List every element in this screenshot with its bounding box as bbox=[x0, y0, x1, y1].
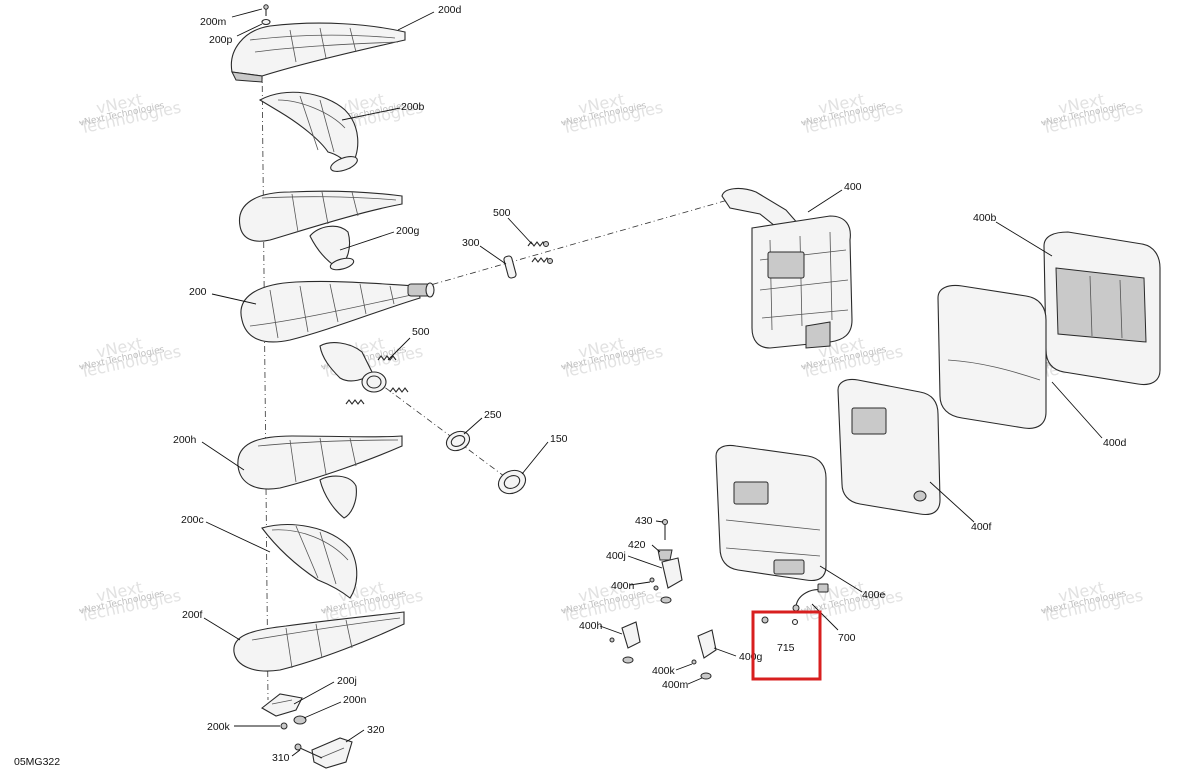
callout-400g[interactable]: 400g bbox=[739, 651, 763, 663]
part-200b-heat-shield[interactable] bbox=[258, 91, 359, 174]
part-500-spring-lower[interactable] bbox=[345, 355, 409, 405]
callout-420[interactable]: 420 bbox=[628, 539, 646, 551]
diagram-reference: 05MG322 bbox=[14, 756, 60, 768]
callout-150[interactable]: 150 bbox=[550, 433, 568, 445]
horizontal-assembly-axis bbox=[419, 199, 729, 289]
part-200j-bracket[interactable] bbox=[261, 693, 303, 717]
callout-400n[interactable]: 400n bbox=[611, 580, 635, 592]
watermark: vNext Technologies vNext Technologies bbox=[559, 89, 664, 137]
callout-300[interactable]: 300 bbox=[462, 237, 480, 249]
part-200p-grommet[interactable] bbox=[261, 18, 271, 26]
part-200f-heat-shield[interactable] bbox=[233, 611, 405, 672]
callout-200n[interactable]: 200n bbox=[343, 694, 367, 706]
watermark: vNext Technologies vNext Technologies bbox=[799, 89, 904, 137]
watermark: vNext Technologies vNext Technologies bbox=[1039, 89, 1144, 137]
part-320-bracket[interactable] bbox=[311, 737, 353, 769]
callout-715[interactable]: 715 bbox=[777, 642, 795, 654]
part-250-gasket[interactable] bbox=[443, 428, 472, 454]
callout-400m[interactable]: 400m bbox=[662, 679, 689, 691]
callout-200m[interactable]: 200m bbox=[200, 16, 227, 28]
callout-400f[interactable]: 400f bbox=[971, 521, 992, 533]
part-430-bolt[interactable] bbox=[662, 519, 668, 541]
part-400g-bracket[interactable] bbox=[697, 629, 717, 659]
callout-400e[interactable]: 400e bbox=[862, 589, 886, 601]
callout-200b[interactable]: 200b bbox=[401, 101, 425, 113]
callout-500-lower[interactable]: 500 bbox=[412, 326, 430, 338]
part-200g-heat-shield[interactable] bbox=[238, 190, 403, 272]
part-200n-spacer[interactable] bbox=[293, 715, 307, 725]
part-400k-fastener[interactable] bbox=[691, 659, 697, 665]
callout-310[interactable]: 310 bbox=[272, 752, 290, 764]
part-400m-isolator[interactable] bbox=[700, 672, 712, 680]
callout-400d[interactable]: 400d bbox=[1103, 437, 1127, 449]
part-150-gasket[interactable] bbox=[495, 466, 530, 498]
callout-200d[interactable]: 200d bbox=[438, 4, 462, 16]
highlight-box bbox=[751, 610, 822, 681]
part-310-bolt[interactable] bbox=[294, 743, 323, 759]
part-400n-fastener[interactable] bbox=[649, 577, 672, 604]
part-400h-bracket[interactable] bbox=[609, 621, 641, 664]
callout-400j[interactable]: 400j bbox=[606, 550, 626, 562]
part-200d-heat-shield[interactable] bbox=[230, 22, 406, 83]
callout-200j[interactable]: 200j bbox=[337, 675, 357, 687]
part-400b-heat-shield[interactable] bbox=[1043, 231, 1161, 386]
watermark: vNext Technologies vNext Technologies bbox=[77, 89, 182, 137]
watermark: vNext Technologies vNext Technologies bbox=[1039, 577, 1144, 625]
assembly-axes bbox=[261, 59, 729, 701]
part-400d-heat-shield[interactable] bbox=[937, 284, 1047, 429]
callout-200h[interactable]: 200h bbox=[173, 434, 197, 446]
watermark: vNext Technologies vNext Technologies bbox=[559, 577, 664, 625]
part-200-muffler[interactable] bbox=[240, 280, 435, 393]
callout-200g[interactable]: 200g bbox=[396, 225, 420, 237]
part-200h-heat-shield[interactable] bbox=[237, 435, 403, 519]
callout-400b[interactable]: 400b bbox=[973, 212, 997, 224]
part-400j-bracket[interactable] bbox=[661, 557, 683, 589]
callout-400k[interactable]: 400k bbox=[652, 665, 676, 677]
part-200k-bolt[interactable] bbox=[280, 722, 288, 730]
watermark: vNext Technologies vNext Technologies bbox=[319, 577, 424, 625]
callout-200p[interactable]: 200p bbox=[209, 34, 233, 46]
callout-400[interactable]: 400 bbox=[844, 181, 862, 193]
callout-320[interactable]: 320 bbox=[367, 724, 385, 736]
callout-labels: 200m 200p 200d 200b 200g 200 200h 200c 2… bbox=[173, 4, 1127, 764]
watermark: vNext Technologies vNext Technologies bbox=[77, 577, 182, 625]
part-500-spring-upper[interactable] bbox=[527, 241, 553, 264]
callout-200[interactable]: 200 bbox=[189, 286, 207, 298]
callout-430[interactable]: 430 bbox=[635, 515, 653, 527]
watermark: vNext Technologies vNext Technologies bbox=[77, 333, 182, 381]
callout-500-upper[interactable]: 500 bbox=[493, 207, 511, 219]
callout-400h[interactable]: 400h bbox=[579, 620, 603, 632]
callout-200k[interactable]: 200k bbox=[207, 721, 231, 733]
part-300-pin[interactable] bbox=[503, 255, 517, 279]
part-400-muffler[interactable] bbox=[721, 187, 853, 349]
callout-250[interactable]: 250 bbox=[484, 409, 502, 421]
callout-200c[interactable]: 200c bbox=[181, 514, 204, 526]
leader-lines bbox=[201, 8, 1103, 757]
callout-700[interactable]: 700 bbox=[838, 632, 856, 644]
part-200m-screw[interactable] bbox=[263, 4, 269, 16]
part-400f-heat-shield[interactable] bbox=[837, 378, 941, 516]
gasket-assembly-axis bbox=[374, 379, 513, 483]
watermark: vNext Technologies vNext Technologies bbox=[559, 333, 664, 381]
part-200c-heat-shield[interactable] bbox=[261, 524, 358, 599]
part-400e-heat-shield[interactable] bbox=[715, 444, 827, 582]
callout-200f[interactable]: 200f bbox=[182, 609, 203, 621]
vertical-assembly-axis bbox=[261, 59, 269, 701]
part-715-fastener[interactable] bbox=[761, 616, 799, 626]
